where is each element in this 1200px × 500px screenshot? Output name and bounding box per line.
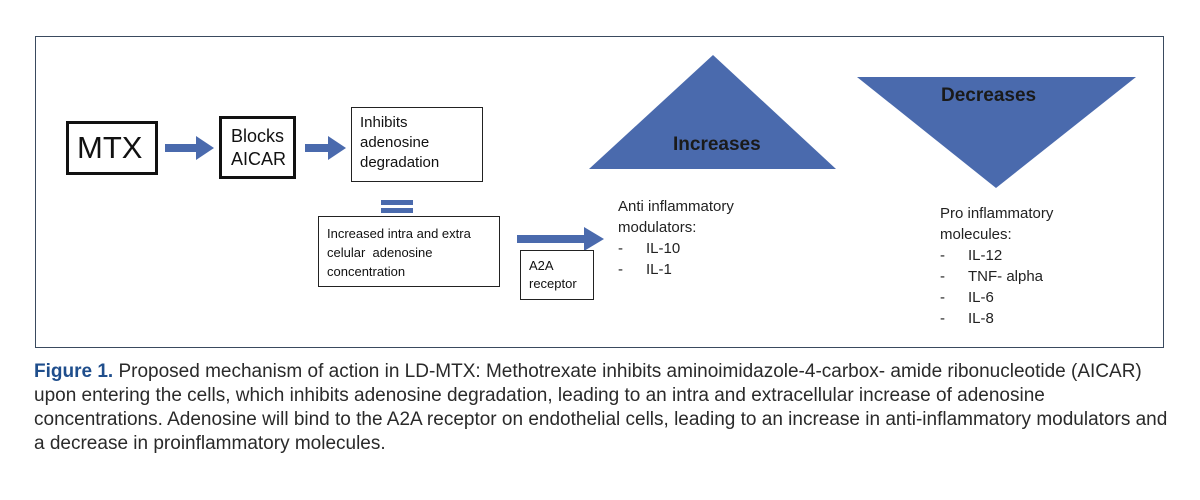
inhibits-line-3: degradation xyxy=(360,154,440,171)
increases-label: Increases xyxy=(673,134,761,155)
receptor-line-2: receptor xyxy=(529,276,577,291)
list-item: -IL-1 xyxy=(618,261,672,278)
adenosine-concentration-box: Increased intra and extra celular adenos… xyxy=(318,216,500,287)
mtx-box: MTX xyxy=(66,121,158,175)
arrow-mtx-to-blocks xyxy=(165,136,214,160)
caption-label: Figure 1. xyxy=(34,361,114,382)
list-item: -IL-8 xyxy=(940,310,994,327)
list-item: -TNF- alpha xyxy=(940,268,1044,285)
mtx-label: MTX xyxy=(77,130,143,165)
pro-item-il8: IL-8 xyxy=(968,310,994,327)
blocks-line-1: Blocks xyxy=(231,126,285,146)
arrow-to-anti-inflammatory xyxy=(517,227,604,251)
anti-item-il10: IL-10 xyxy=(646,240,681,257)
blocks-line-2: AICAR xyxy=(231,149,287,169)
increased-line-3: concentration xyxy=(327,264,406,279)
anti-heading-line-2: modulators: xyxy=(618,219,697,236)
arrow-blocks-to-inhibits xyxy=(305,136,346,160)
figure-caption: Figure 1. Proposed mechanism of action i… xyxy=(34,360,1174,456)
pro-inflammatory-list: Pro inflammatory molecules: -IL-12 -TNF-… xyxy=(940,203,1053,329)
anti-heading-line-1: Anti inflammatory xyxy=(618,198,734,215)
increased-line-2: celular adenosine xyxy=(327,245,433,260)
pro-item-tnf: TNF- alpha xyxy=(968,268,1044,285)
list-item: -IL-10 xyxy=(618,240,681,257)
pro-heading-line-1: Pro inflammatory xyxy=(940,205,1054,222)
equals-sign-bar-bottom xyxy=(381,208,413,213)
increases-triangle xyxy=(589,55,836,169)
pro-heading-line-2: molecules: xyxy=(940,226,1012,243)
inhibits-line-2: adenosine xyxy=(360,134,430,151)
equals-sign-bar-top xyxy=(381,200,413,205)
pro-item-il12: IL-12 xyxy=(968,247,1003,264)
list-item: -IL-6 xyxy=(940,289,994,306)
decreases-label: Decreases xyxy=(941,85,1037,106)
caption-text: Proposed mechanism of action in LD-MTX: … xyxy=(34,361,1168,454)
pro-item-il6: IL-6 xyxy=(968,289,994,306)
increased-line-1: Increased intra and extra xyxy=(327,226,471,241)
anti-item-il1: IL-1 xyxy=(646,261,672,278)
decreases-triangle xyxy=(857,77,1136,188)
receptor-line-1: A2A xyxy=(529,258,554,273)
list-item: -IL-12 xyxy=(940,247,1003,264)
blocks-aicar-box: Blocks AICAR xyxy=(219,116,296,179)
inhibits-line-1: Inhibits xyxy=(360,114,408,131)
inhibits-degradation-box: Inhibits adenosine degradation xyxy=(351,107,483,182)
anti-inflammatory-list: Anti inflammatory modulators: -IL-10 -IL… xyxy=(618,196,734,280)
a2a-receptor-box: A2A receptor xyxy=(520,250,594,300)
